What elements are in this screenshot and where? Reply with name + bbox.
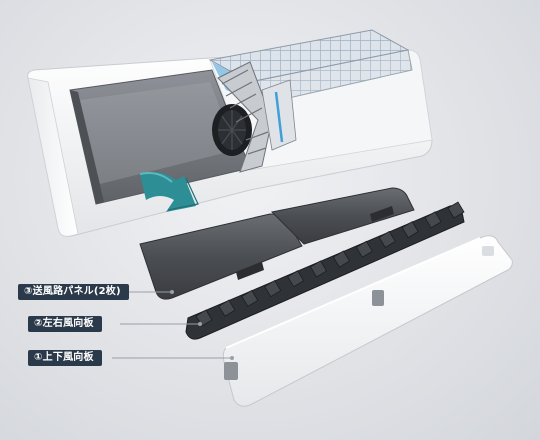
callout-air-passage-panel: ③送風路パネル(2枚) xyxy=(18,284,129,300)
internal-cavity xyxy=(69,69,251,205)
louver-blade xyxy=(378,230,396,249)
leader-dot xyxy=(198,322,202,326)
horizontal-louver-assembly xyxy=(185,201,465,340)
leader-dot xyxy=(170,290,174,294)
leader-dot xyxy=(230,356,234,360)
louver-blade xyxy=(447,201,465,219)
louver-blade xyxy=(264,279,282,298)
heat-exchanger xyxy=(217,61,297,173)
louver-blade xyxy=(309,260,328,278)
air-passage-panel-right xyxy=(270,187,415,245)
cross-flow-fan xyxy=(212,104,252,156)
louver-blade xyxy=(332,250,351,268)
callout-vertical-flap: ①上下風向板 xyxy=(28,350,102,366)
callout-horizontal-louver: ②左右風向板 xyxy=(28,316,102,332)
louver-blade xyxy=(218,299,236,317)
louver-blade xyxy=(424,211,442,229)
louver-blade xyxy=(241,289,259,307)
louver-blade xyxy=(355,240,373,258)
louver-blade xyxy=(287,270,305,288)
louver-blade xyxy=(401,221,419,239)
curved-arrow-icon xyxy=(139,172,199,212)
